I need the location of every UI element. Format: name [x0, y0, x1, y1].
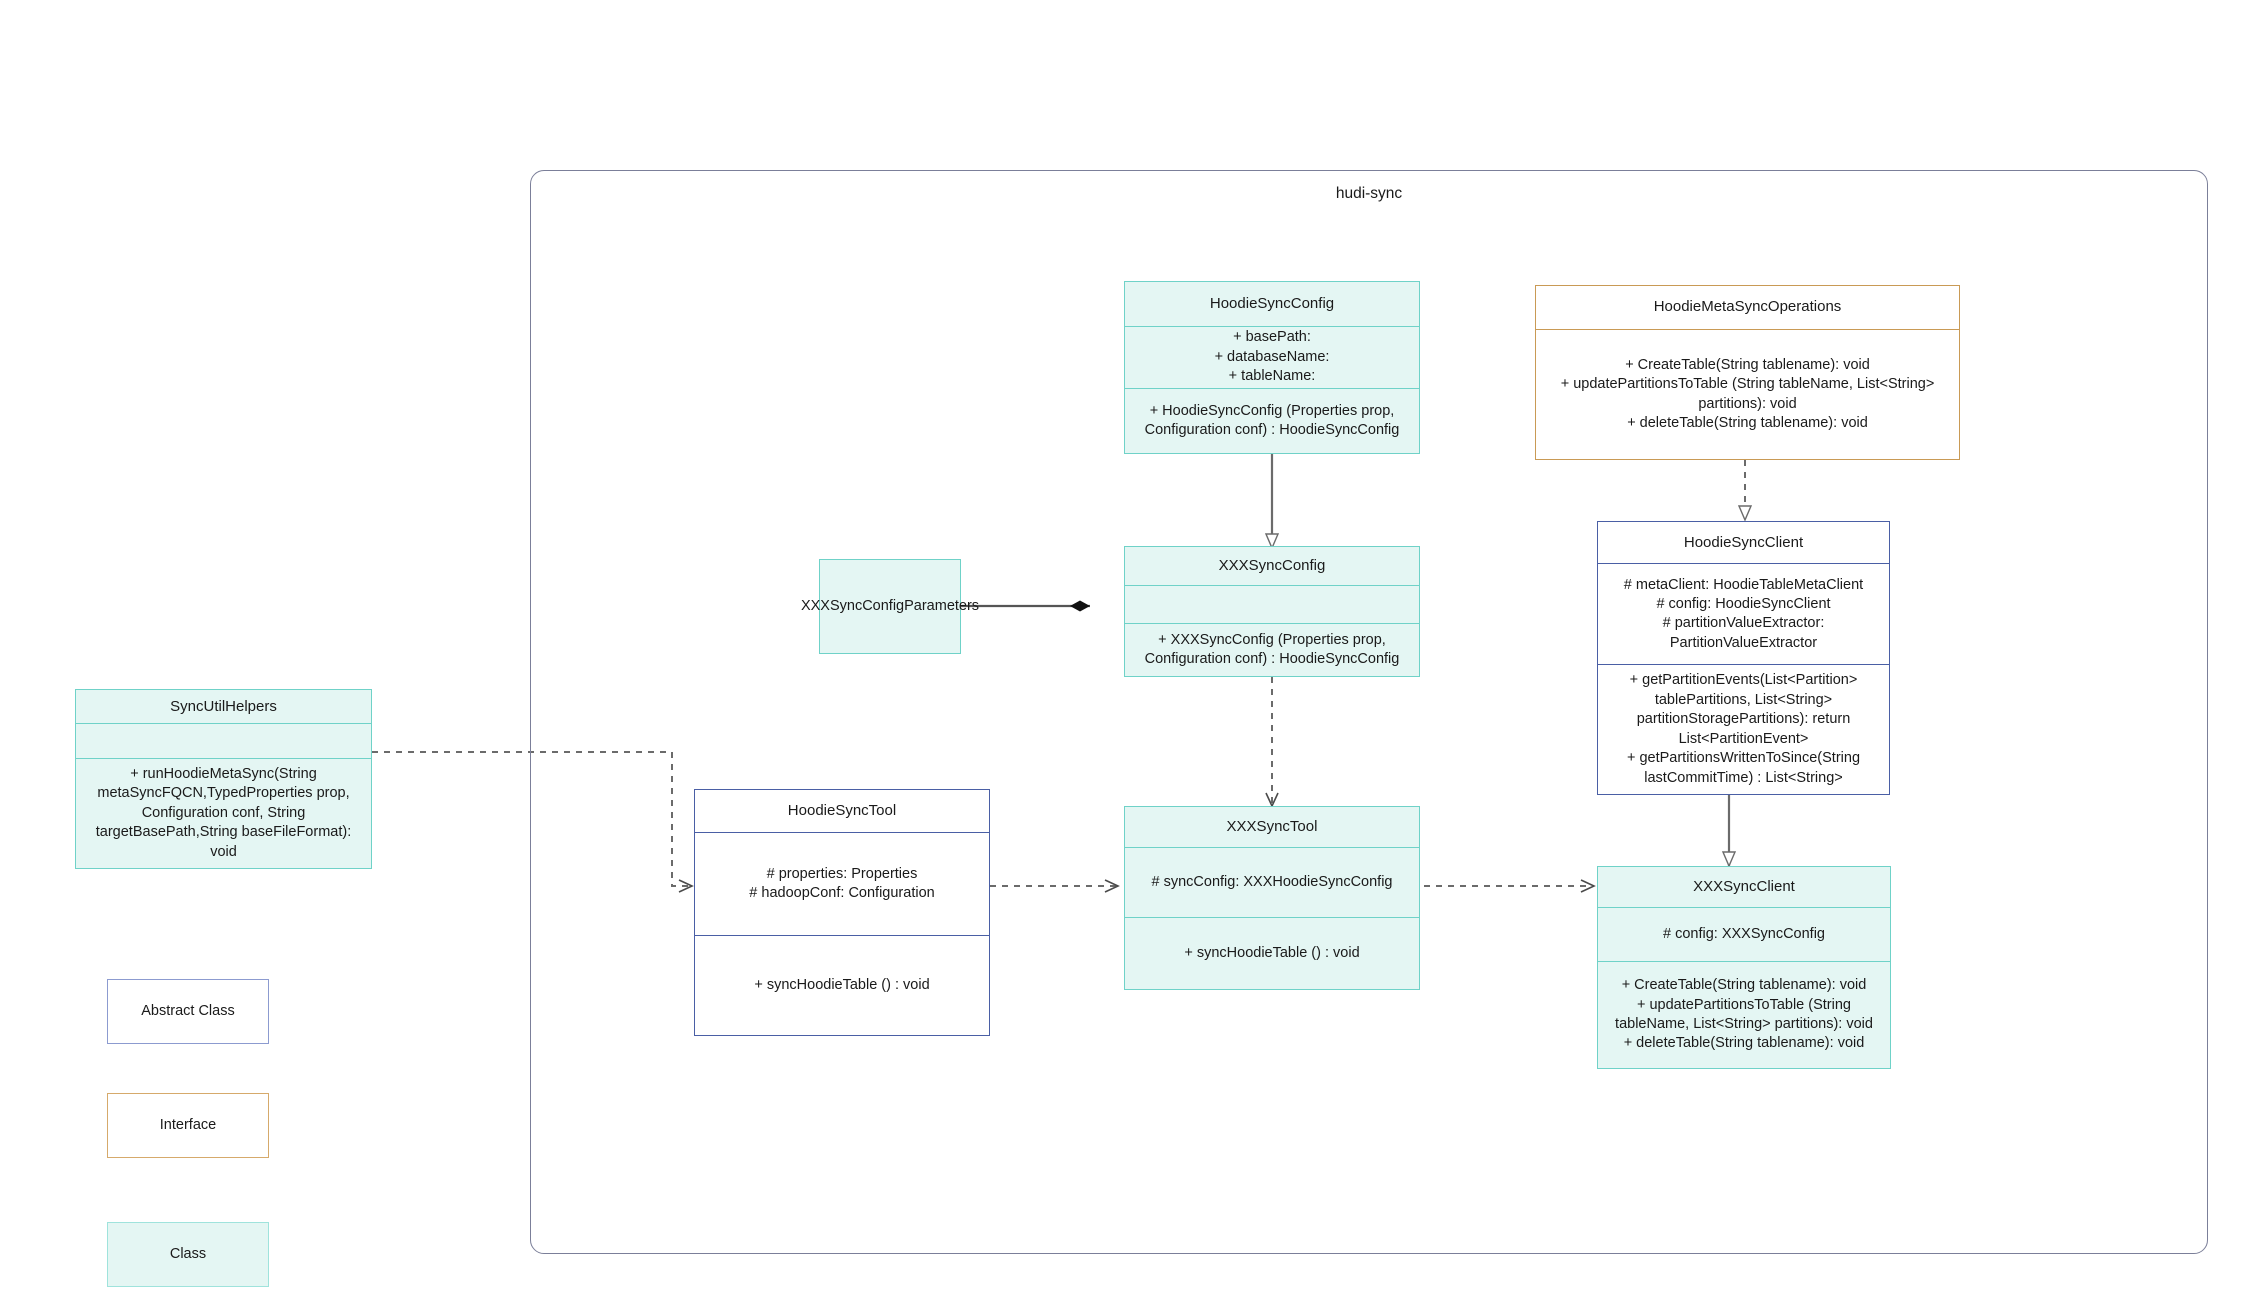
package-title: hudi-sync	[1335, 185, 1403, 202]
class-methods-xxx-sync-tool: + syncHoodieTable () : void	[1125, 917, 1419, 989]
class-box-hoodie-sync-client[interactable]: HoodieSyncClient # metaClient: HoodieTab…	[1597, 521, 1890, 795]
legend-interface-label: Interface	[159, 1116, 217, 1133]
class-methods-hoodie-sync-config: + HoodieSyncConfig (Properties prop, Con…	[1125, 388, 1419, 453]
class-name-hoodie-sync-config: HoodieSyncConfig	[1209, 294, 1335, 312]
legend-class-label: Class	[169, 1245, 207, 1262]
class-box-sync-util-helpers[interactable]: SyncUtilHelpers + runHoodieMetaSync(Stri…	[75, 689, 372, 869]
class-box-hoodie-sync-config[interactable]: HoodieSyncConfig + basePath: + databaseN…	[1124, 281, 1420, 454]
class-attributes-xxx-sync-client: # config: XXXSyncConfig	[1598, 907, 1890, 961]
class-box-xxx-sync-client[interactable]: XXXSyncClient # config: XXXSyncConfig + …	[1597, 866, 1891, 1069]
class-methods-hoodie-sync-client: + getPartitionEvents(List<Partition> tab…	[1598, 664, 1889, 794]
class-name-xxx-sync-config-parameters: XXXSyncConfigParameters	[800, 597, 980, 614]
class-box-hoodie-sync-tool[interactable]: HoodieSyncTool # properties: Properties …	[694, 789, 990, 1036]
legend-interface: Interface	[107, 1093, 269, 1158]
class-attributes-sync-util-helpers	[76, 723, 371, 758]
class-methods-xxx-sync-client: + CreateTable(String tablename): void + …	[1598, 961, 1890, 1068]
legend-abstract-class: Abstract Class	[107, 979, 269, 1044]
package-hudi-sync: hudi-sync	[530, 170, 2208, 1254]
class-methods-xxx-sync-config: + XXXSyncConfig (Properties prop, Config…	[1125, 623, 1419, 676]
class-name-hoodie-meta-sync-operations: HoodieMetaSyncOperations	[1653, 298, 1842, 316]
class-methods-hoodie-sync-tool: + syncHoodieTable () : void	[695, 935, 989, 1035]
class-box-xxx-sync-config-parameters[interactable]: XXXSyncConfigParameters	[801, 559, 979, 654]
class-box-xxx-sync-tool[interactable]: XXXSyncTool # syncConfig: XXXHoodieSyncC…	[1124, 806, 1420, 990]
class-methods-hoodie-meta-sync-operations: + CreateTable(String tablename): void + …	[1536, 329, 1959, 459]
class-name-hoodie-sync-client: HoodieSyncClient	[1683, 533, 1804, 551]
class-name-sync-util-helpers: SyncUtilHelpers	[170, 697, 277, 715]
class-box-hoodie-meta-sync-operations[interactable]: HoodieMetaSyncOperations + CreateTable(S…	[1535, 285, 1960, 460]
class-attributes-xxx-sync-config	[1125, 585, 1419, 623]
legend-abstract-class-label: Abstract Class	[141, 1002, 235, 1019]
class-attributes-xxx-sync-tool: # syncConfig: XXXHoodieSyncConfig	[1125, 847, 1419, 917]
class-methods-sync-util-helpers: + runHoodieMetaSync(String metaSyncFQCN,…	[76, 757, 371, 868]
legend-class: Class	[107, 1222, 269, 1287]
class-attributes-hoodie-sync-config: + basePath: + databaseName: + tableName:	[1125, 326, 1419, 388]
class-name-xxx-sync-config: XXXSyncConfig	[1218, 556, 1326, 574]
class-name-hoodie-sync-tool: HoodieSyncTool	[787, 801, 897, 819]
class-name-xxx-sync-tool: XXXSyncTool	[1226, 817, 1318, 835]
class-name-xxx-sync-client: XXXSyncClient	[1693, 877, 1795, 895]
class-attributes-hoodie-sync-client: # metaClient: HoodieTableMetaClient # co…	[1598, 563, 1889, 664]
class-box-xxx-sync-config[interactable]: XXXSyncConfig + XXXSyncConfig (Propertie…	[1124, 546, 1420, 677]
class-attributes-hoodie-sync-tool: # properties: Properties # hadoopConf: C…	[695, 832, 989, 935]
